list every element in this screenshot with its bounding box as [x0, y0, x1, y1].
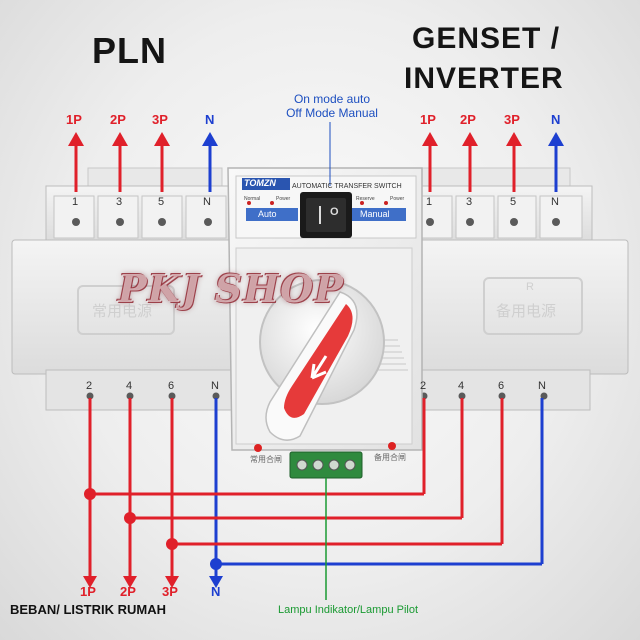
- indicator-reserve-label: Reserve: [356, 196, 375, 202]
- mode-note-line2: Off Mode Manual: [286, 106, 378, 120]
- mode-note-line1: On mode auto: [293, 92, 371, 106]
- left-badge-text: 常用电源: [92, 302, 153, 320]
- handle-arrow-icon: [310, 355, 328, 380]
- genset-heading-line2: INVERTER: [404, 62, 564, 95]
- pln-phase-2p: 2P: [110, 112, 126, 127]
- junction-dots: [84, 488, 222, 570]
- right-badge-letter: R: [526, 281, 534, 293]
- load-arrow-heads: [83, 576, 223, 588]
- brand-badge: [242, 178, 290, 190]
- top-left-terminal-3: 3: [116, 196, 123, 208]
- genset-neutral: N: [551, 112, 561, 127]
- shop-watermark: PKJ SHOP: [118, 266, 344, 311]
- top-right-terminal-1: 1: [426, 196, 433, 208]
- manual-strip: [350, 208, 406, 221]
- genset-phase-2p: 2P: [460, 112, 476, 127]
- top-left-terminal-1: 1: [72, 196, 79, 208]
- reserve-pilot-lamp: [388, 442, 396, 450]
- genset-phase-1p: 1P: [420, 112, 436, 127]
- indicator-power-label: Power: [276, 196, 291, 202]
- load-phase-2p: 2P: [120, 584, 136, 599]
- brand-label: TOMZN: [244, 178, 276, 188]
- normal-pilot-lamp: [254, 444, 262, 452]
- top-right-terminal-3: 3: [466, 196, 473, 208]
- genset-phase-3p: 3P: [504, 112, 520, 127]
- right-badge-text: 备用电源: [496, 302, 557, 320]
- top-left-terminal-5: 5: [158, 196, 165, 208]
- top-right-terminal-5: 5: [510, 196, 517, 208]
- load-caption: BEBAN/ LISTRIK RUMAH: [10, 602, 166, 617]
- pilot-right-label: 备用合闸: [374, 453, 406, 462]
- handle-red-grip: [284, 304, 353, 418]
- manual-label: Manual: [360, 209, 390, 219]
- genset-heading-line1: GENSET /: [412, 22, 561, 55]
- pln-phase-1p: 1P: [66, 112, 82, 127]
- auto-strip: [246, 208, 298, 221]
- model-label: AUTOMATIC TRANSFER SWITCH: [292, 183, 402, 190]
- bottom-left-terminal-6: 6: [168, 380, 175, 392]
- supply-arrow-heads: [68, 132, 564, 146]
- load-phase-3p: 3P: [162, 584, 178, 599]
- bottom-left-terminal-n: N: [211, 380, 219, 392]
- pln-neutral: N: [205, 112, 215, 127]
- pln-phase-3p: 3P: [152, 112, 168, 127]
- left-bottom-terminal-block: [45, 369, 237, 411]
- left-badge-frame: [77, 285, 175, 335]
- bottom-right-terminal-2: 2: [420, 380, 427, 392]
- bottom-right-terminal-4: 4: [458, 380, 465, 392]
- indicator-power2-label: Power: [390, 196, 405, 202]
- rocker-off-mark: O: [330, 206, 339, 218]
- bottom-left-terminal-2: 2: [86, 380, 93, 392]
- right-badge-frame: [483, 277, 583, 335]
- bottom-right-terminal-6: 6: [498, 380, 505, 392]
- top-left-terminal-n: N: [203, 196, 211, 208]
- bottom-right-terminal-n: N: [538, 380, 546, 392]
- mode-note: On mode auto Off Mode Manual: [270, 92, 394, 120]
- load-neutral: N: [211, 584, 221, 599]
- bottom-left-terminal-4: 4: [126, 380, 133, 392]
- rocker-face: [306, 198, 346, 232]
- top-right-terminal-n: N: [551, 196, 559, 208]
- pln-heading: PLN: [92, 30, 167, 71]
- auto-label: Auto: [258, 209, 277, 219]
- right-bottom-terminal-block: [403, 369, 591, 411]
- pilot-left-label: 常用合闸: [250, 455, 282, 464]
- indicator-normal-label: Normal: [244, 196, 261, 202]
- load-phase-1p: 1P: [80, 584, 96, 599]
- pilot-lamp-caption: Lampu Indikator/Lampu Pilot: [278, 604, 419, 616]
- load-wiring: [88, 398, 544, 580]
